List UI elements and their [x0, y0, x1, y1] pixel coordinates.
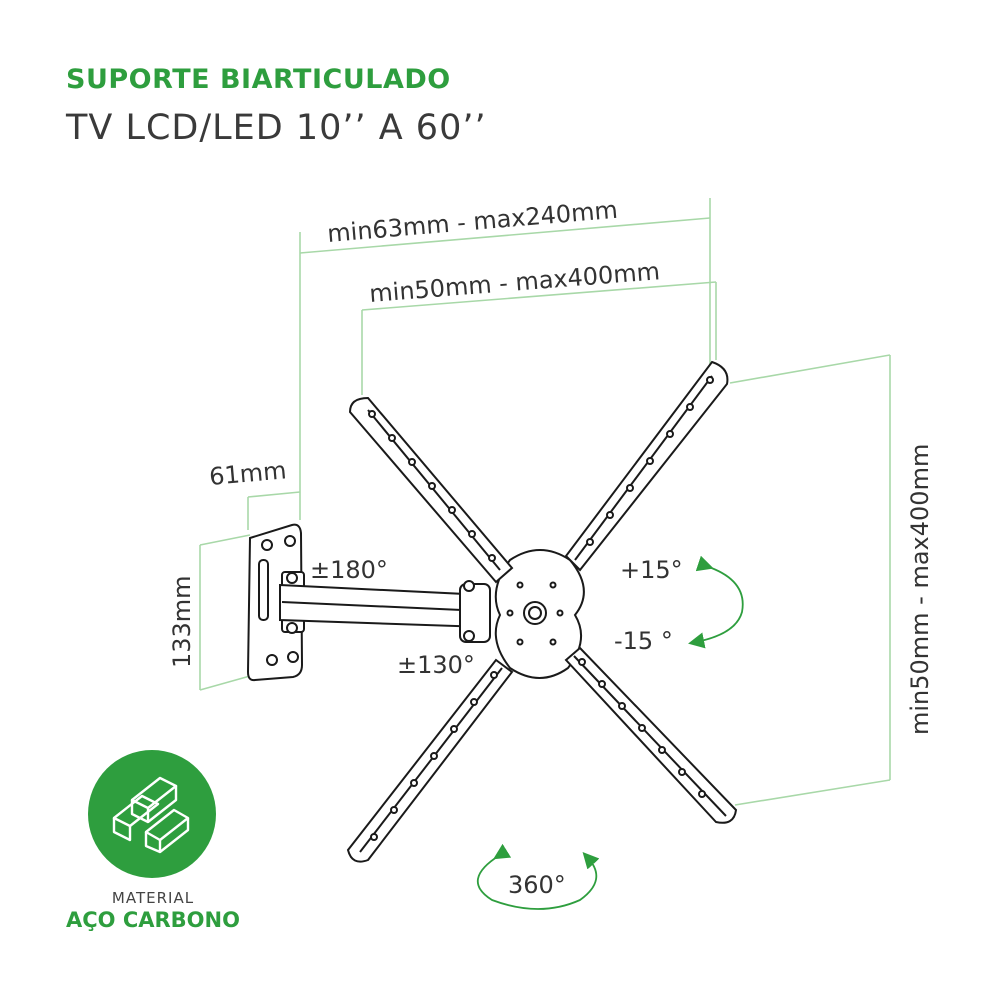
dimension-lines	[199, 198, 891, 806]
vesa-arm-top-right	[564, 360, 729, 572]
material-value: AÇO CARBONO	[66, 908, 240, 932]
dim-height-vesa: min50mm - max400mm	[906, 444, 934, 735]
vesa-arms	[346, 360, 738, 863]
angle-tilt-down: -15 °	[614, 627, 673, 655]
angle-swivel-arm: ±180°	[310, 556, 388, 584]
steel-bars-icon	[112, 776, 190, 854]
vesa-arm-top-left	[348, 396, 514, 584]
rotation-arrows	[476, 555, 744, 910]
vesa-arm-bottom-right	[564, 646, 738, 824]
angle-tilt-up: +15°	[620, 556, 683, 584]
wall-plate	[246, 523, 304, 682]
articulated-arm	[279, 571, 491, 643]
dim-width-vesa: min50mm - max400mm	[368, 257, 661, 308]
vesa-arm-bottom-left	[346, 658, 514, 863]
rotation-arrow-icon	[476, 843, 600, 910]
dim-depth: 61mm	[208, 456, 287, 491]
dim-width-top: min63mm - max240mm	[326, 196, 619, 248]
dim-plate-height: 133mm	[168, 575, 196, 668]
material-badge	[88, 750, 216, 878]
material-label: MATERIAL	[111, 889, 195, 907]
angle-rotation: 360°	[508, 871, 566, 899]
tilt-arrow-icon	[688, 555, 744, 649]
page-subtitle: TV LCD/LED 10’’ A 60’’	[66, 108, 487, 148]
page-title: SUPORTE BIARTICULADO	[66, 64, 451, 95]
angle-swivel-joint: ±130°	[397, 651, 475, 679]
